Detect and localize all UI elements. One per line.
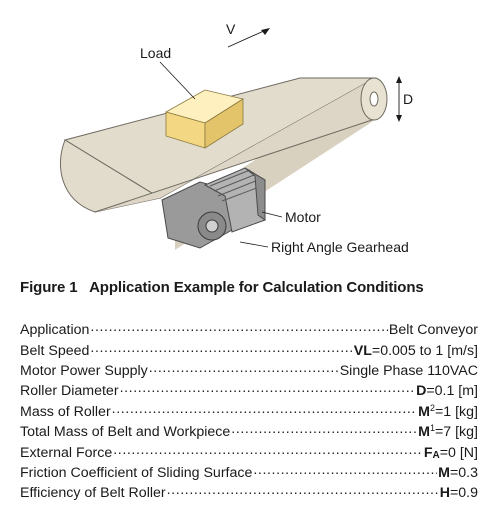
leader-dots [113, 442, 423, 456]
roller-axle [369, 91, 379, 107]
spec-row: External Force FA=0 [N] [20, 442, 478, 462]
leader-dots [90, 320, 387, 334]
spec-value: M=0.3 [438, 464, 478, 481]
spec-key: Application [20, 322, 90, 339]
load-side [204, 98, 244, 149]
spec-row: Motor Power Supply Single Phase 110VAC [20, 361, 478, 381]
motor-end-cap [244, 167, 266, 221]
gearhead-leader [239, 241, 269, 248]
spec-key: Mass of Roller [20, 403, 111, 420]
figure-caption: Figure 1 Application Example for Calcula… [20, 279, 424, 296]
spec-key: Efficiency of Belt Roller [20, 485, 166, 502]
motor-fins [209, 169, 263, 202]
spec-key: External Force [20, 444, 113, 461]
leader-dots [149, 361, 339, 375]
velocity-label: V [226, 21, 236, 37]
leader-dots [120, 381, 416, 395]
spec-value: D=0.1 [m] [416, 383, 478, 400]
spec-value: M2=1 [kg] [418, 402, 478, 420]
spec-key: Motor Power Supply [20, 362, 148, 379]
motor-leader [261, 211, 283, 218]
spec-row: Belt Speed VL=0.005 to 1 [m/s] [20, 340, 478, 360]
spec-key: Friction Coefficient of Sliding Surface [20, 464, 253, 481]
belt-conveyor-diagram: Load V D Motor Right Angle Gearhead [59, 21, 413, 255]
spec-row: Total Mass of Belt and Workpiece M1=7 [k… [20, 422, 478, 442]
spec-row: Roller Diameter D=0.1 [m] [20, 381, 478, 401]
spec-value: Single Phase 110VAC [339, 362, 478, 379]
spec-row: Application Belt Conveyor [20, 320, 478, 340]
leader-dots [90, 340, 352, 354]
spec-value: Belt Conveyor [388, 322, 478, 339]
figure-number: Figure 1 [20, 279, 78, 296]
spec-value: M1=7 [kg] [418, 423, 478, 441]
gearhead-output-shaft [205, 219, 219, 233]
calculation-conditions-list: Application Belt Conveyor Belt Speed VL=… [20, 320, 478, 504]
spec-value: FA=0 [N] [423, 444, 478, 461]
gearhead-label: Right Angle Gearhead [271, 239, 409, 255]
leader-dots [231, 422, 417, 436]
belt-left-end [59, 139, 162, 213]
gearhead-assembly [161, 167, 266, 249]
spec-row: Efficiency of Belt Roller H=0.9 [20, 483, 478, 503]
leader-dots [253, 463, 437, 477]
leader-dots [112, 402, 417, 416]
spec-key: Total Mass of Belt and Workpiece [20, 424, 231, 441]
load-leader [159, 61, 196, 100]
load-label: Load [140, 45, 171, 61]
spec-row: Mass of Roller M2=1 [kg] [20, 402, 478, 422]
spec-key: Belt Speed [20, 342, 90, 359]
load-box [164, 89, 245, 149]
diameter-dimension [396, 76, 402, 122]
spec-value: VL=0.005 to 1 [m/s] [353, 342, 478, 359]
figure-title: Application Example for Calculation Cond… [89, 279, 424, 296]
spec-row: Friction Coefficient of Sliding Surface … [20, 463, 478, 483]
leader-dots [167, 483, 439, 497]
motor-label: Motor [285, 209, 321, 225]
diameter-label: D [403, 91, 413, 107]
spec-key: Roller Diameter [20, 383, 119, 400]
velocity-arrow [227, 28, 270, 48]
spec-value: H=0.9 [439, 485, 478, 502]
